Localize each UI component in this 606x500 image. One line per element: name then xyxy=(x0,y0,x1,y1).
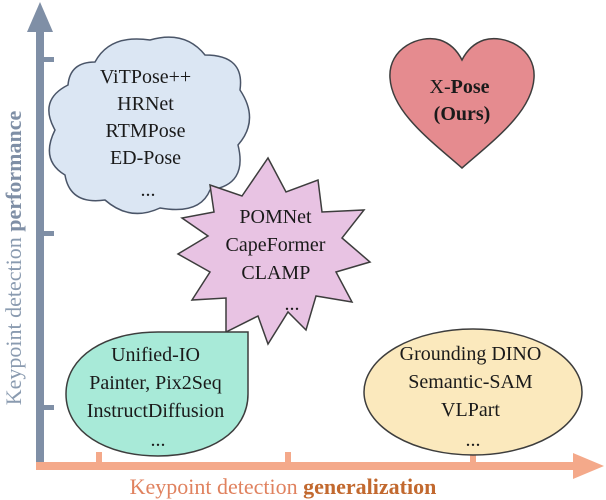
y-axis-label-plain: Keypoint detection xyxy=(1,232,26,406)
heart-line1: X-Pose xyxy=(430,76,490,98)
cloud-shape xyxy=(48,36,251,215)
teal-line: Unified-IO xyxy=(111,344,200,366)
x-axis-tick xyxy=(96,452,102,466)
x-axis-label: Keypoint detection generalization xyxy=(130,474,437,499)
x-axis xyxy=(36,452,604,479)
star-line: ... xyxy=(285,293,300,315)
heart-line1-plain: X- xyxy=(430,76,451,98)
star-text: POMNet CapeFormer CLAMP ... xyxy=(226,206,331,315)
ellipse-line: Semantic-SAM xyxy=(408,371,533,393)
star-line: CLAMP xyxy=(241,262,310,284)
x-axis-label-bold: generalization xyxy=(303,474,436,499)
star-shape-group: POMNet CapeFormer CLAMP ... xyxy=(176,156,372,346)
x-axis-tick xyxy=(470,452,476,466)
teal-shape xyxy=(65,331,249,457)
y-axis-tick xyxy=(40,405,54,410)
cloud-line: HRNet xyxy=(117,93,174,115)
teal-line: InstructDiffusion xyxy=(87,400,224,422)
x-axis-tick xyxy=(285,452,291,466)
y-axis-label-bold: performance xyxy=(1,111,26,232)
cloud-line: ED-Pose xyxy=(110,147,181,169)
cloud-line: RTMPose xyxy=(106,120,186,142)
star-line: CapeFormer xyxy=(226,234,326,256)
ellipse-line: VLPart xyxy=(441,399,500,421)
teal-text: Unified-IO Painter, Pix2Seq InstructDiff… xyxy=(87,344,229,451)
heart-line1-bold: Pose xyxy=(451,76,490,98)
x-axis-label-plain: Keypoint detection xyxy=(130,474,304,499)
heart-line2: (Ours) xyxy=(434,103,491,125)
star-line: POMNet xyxy=(239,206,312,228)
cloud-line: ViTPose++ xyxy=(100,66,191,88)
y-axis xyxy=(27,2,54,470)
cloud-shape-group: ViTPose++ HRNet RTMPose ED-Pose ... xyxy=(48,36,251,215)
cloud-line: ... xyxy=(141,179,156,201)
heart-shape xyxy=(389,38,535,169)
y-axis-arrowhead xyxy=(27,2,53,32)
y-axis-tick xyxy=(40,231,54,236)
x-axis-arrowhead xyxy=(573,453,604,479)
ellipse-line: ... xyxy=(466,429,481,451)
cloud-text: ViTPose++ HRNet RTMPose ED-Pose ... xyxy=(100,66,196,201)
star-shape xyxy=(176,156,372,346)
teal-shape-group: Unified-IO Painter, Pix2Seq InstructDiff… xyxy=(65,331,249,457)
ellipse-shape xyxy=(363,328,583,456)
heart-shape-group: X-Pose (Ours) xyxy=(389,38,535,169)
heart-text: X-Pose (Ours) xyxy=(430,76,495,125)
ellipse-line: Grounding DINO xyxy=(400,343,542,365)
y-axis-tick xyxy=(40,57,54,62)
y-axis-label: Keypoint detection performance xyxy=(1,111,26,406)
teal-line: Painter, Pix2Seq xyxy=(89,372,222,394)
ellipse-text: Grounding DINO Semantic-SAM VLPart ... xyxy=(400,343,547,451)
ellipse-shape-group: Grounding DINO Semantic-SAM VLPart ... xyxy=(363,328,583,456)
teal-line: ... xyxy=(151,429,166,451)
